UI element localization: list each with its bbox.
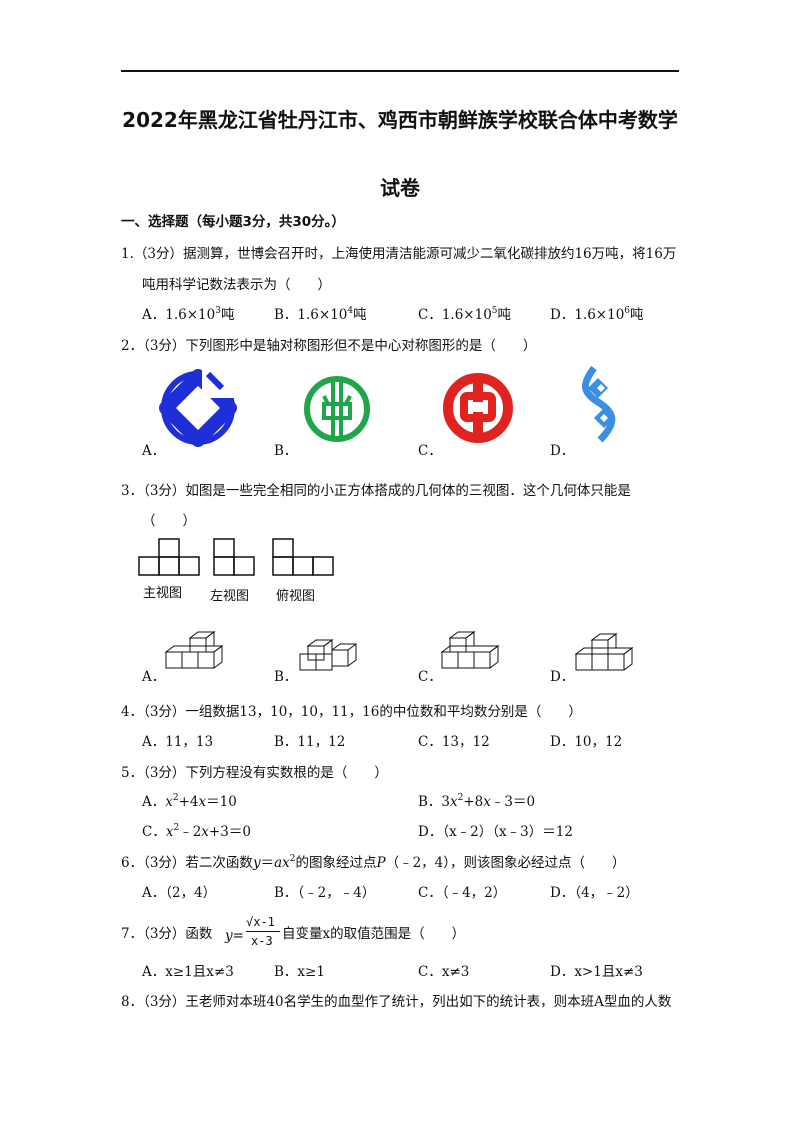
header-rule: [121, 70, 679, 72]
q7-option-d: D．x>1且x≠3: [550, 964, 643, 980]
q2-stem: 2．（3分）下列图形中是轴对称图形但不是中心对称图形的是（ ）: [121, 338, 537, 354]
q5-option-d: D．（x﹣2）（x﹣3）＝12: [418, 824, 573, 840]
q6-option-a: A．（2，4）: [142, 885, 217, 901]
q2-option-a: A．: [142, 443, 166, 459]
q7-option-c: C．x≠3: [418, 964, 470, 980]
q7-option-b: B．x≥1: [274, 964, 325, 980]
q1-option-b: B．1.6×104吨: [274, 306, 367, 324]
q6-option-c: C．（﹣4，2）: [418, 885, 507, 901]
top-view-diagram: [272, 538, 334, 576]
q5-option-c: C．x2﹣2x+3＝0: [142, 823, 251, 841]
q1-stem-line1: 1.（3分）据测算，世博会召开时，上海使用清洁能源可减少二氧化碳排放约16万吨，…: [121, 246, 677, 262]
q7-function-name: y=: [225, 928, 244, 944]
front-view-label: 主视图: [143, 586, 183, 601]
q2-logo-c: [443, 373, 513, 443]
q4-option-c: C．13，12: [418, 734, 490, 750]
page-title-line2: 试卷: [380, 176, 420, 200]
front-view-diagram: [138, 538, 200, 576]
q7-numerator: √x-1: [246, 915, 275, 929]
q2-option-b: B．: [274, 443, 298, 459]
left-view-label: 左视图: [210, 589, 250, 604]
top-view-label: 俯视图: [276, 589, 316, 604]
q3-stem-line2: （ ）: [142, 513, 196, 529]
q5-option-b: B．3x2+8x﹣3＝0: [418, 793, 536, 811]
q7-stem-tail: 自变量x的取值范围是（ ）: [282, 926, 466, 942]
q7-stem-prefix: 7．（3分）函数: [121, 926, 213, 942]
q4-option-a: A．11，13: [142, 734, 214, 750]
q1-option-a: A．1.6×103吨: [142, 306, 235, 324]
q5-stem: 5．（3分）下列方程没有实数根的是（ ）: [121, 765, 388, 781]
q3-solid-c: [440, 631, 500, 669]
q1-option-c: C．1.6×105吨: [418, 306, 512, 324]
q2-logo-b: [304, 376, 370, 442]
q7-denominator: x-3: [251, 934, 273, 948]
q2-option-d: D．: [550, 443, 575, 459]
q7-option-a: A．x≥1且x≠3: [142, 964, 234, 980]
q3-solid-b: [299, 639, 357, 671]
q7-fraction-bar: [246, 931, 280, 932]
q1-stem-line2: 吨用科学记数法表示为（ ）: [142, 277, 331, 293]
q4-option-d: D．10，12: [550, 734, 623, 750]
q3-option-c: C．: [418, 669, 442, 685]
q6-option-b: B．（﹣2，﹣4）: [274, 885, 376, 901]
section-heading: 一、选择题（每小题3分，共30分。）: [121, 214, 345, 230]
q3-solid-a: [164, 631, 224, 669]
q3-option-d: D．: [550, 669, 575, 685]
q1-option-d: D．1.6×106吨: [550, 306, 644, 324]
q3-option-a: A．: [142, 669, 166, 685]
q2-logo-d: [582, 365, 616, 443]
left-view-diagram: [213, 538, 255, 576]
q2-option-c: C．: [418, 443, 442, 459]
q4-option-b: B．11，12: [274, 734, 346, 750]
q3-solid-d: [574, 633, 634, 671]
q3-option-b: B．: [274, 669, 298, 685]
q4-stem: 4．（3分）一组数据13，10，10，11，16的中位数和平均数分别是（ ）: [121, 704, 582, 720]
q2-logo-a: [159, 369, 237, 447]
q6-option-d: D．（4，﹣2）: [550, 885, 639, 901]
q3-stem-line1: 3．（3分）如图是一些完全相同的小正方体搭成的几何体的三视图．这个几何体只能是: [121, 483, 631, 499]
q8-stem-line1: 8．（3分）王老师对本班40名学生的血型作了统计，列出如下的统计表，则本班A型血…: [121, 994, 672, 1010]
page-title: 2022年黑龙江省牡丹江市、鸡西市朝鲜族学校联合体中考数学: [122, 108, 678, 132]
q5-option-a: A．x2+4x＝10: [142, 793, 237, 811]
q6-stem: 6．（3分）若二次函数y＝ax2的图象经过点P（﹣2，4），则该图象必经过点（ …: [121, 854, 626, 872]
